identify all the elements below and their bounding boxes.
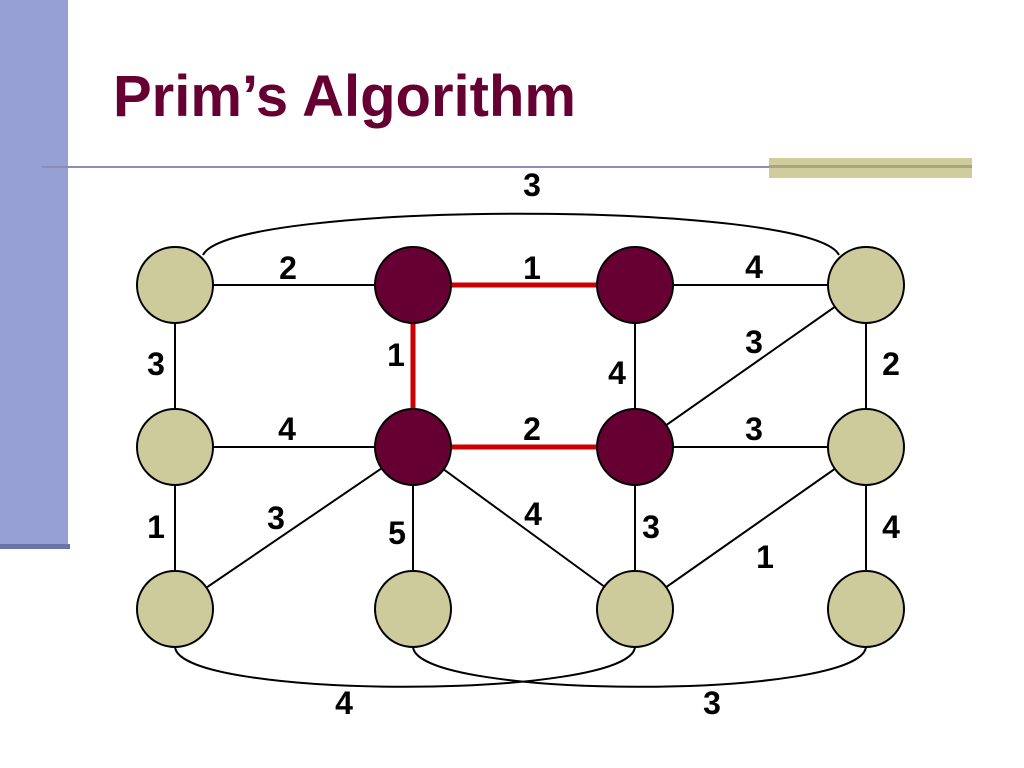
node-d1-unvisited	[827, 246, 905, 324]
node-c1-visited	[596, 246, 674, 324]
side-accent-bar-shadow	[0, 544, 70, 549]
edge-a1-d1	[202, 212, 840, 256]
edge-b2-a3	[174, 446, 414, 610]
title-divider-line	[42, 166, 842, 168]
edge-weight-b2-a3: 3	[267, 500, 285, 536]
edge-a3-c3	[174, 646, 636, 688]
edge-d1-c2	[634, 284, 867, 448]
edge-weight-b1-b2: 1	[387, 337, 405, 373]
edge-weight-c1-c2: 4	[608, 355, 626, 391]
weight-labels-layer: 3 2 1 4 3 1 4 3 2 4 2 3 1 3 5 4 3 1 4 4 3	[147, 167, 900, 721]
edge-weight-a3-c3: 4	[335, 685, 353, 721]
edge-b3-d3	[412, 646, 867, 688]
edge-weight-a2-b2: 4	[278, 411, 296, 447]
node-c2-visited	[596, 408, 674, 486]
node-a1-unvisited	[136, 246, 214, 324]
node-c3-unvisited	[596, 570, 674, 648]
node-b1-visited	[374, 246, 452, 324]
edge-b2-c3	[412, 446, 636, 610]
edge-weight-a1-b1: 2	[279, 250, 297, 286]
edge-weight-b2-c2: 2	[523, 411, 541, 447]
edge-weight-b3-d3: 3	[703, 685, 721, 721]
edge-d2-c3	[634, 446, 867, 610]
node-a2-unvisited	[136, 408, 214, 486]
edge-weight-b2-c3: 4	[524, 496, 542, 532]
edge-weight-d2-c3: 1	[756, 539, 774, 575]
slide-title: Prim’s Algorithm	[113, 64, 576, 129]
side-accent-bar	[0, 0, 68, 548]
edge-weight-c2-d2: 3	[745, 411, 763, 447]
edge-weight-a2-a3: 1	[147, 509, 165, 545]
node-b3-unvisited	[374, 570, 452, 648]
node-a3-unvisited	[136, 570, 214, 648]
edge-weight-c1-d1: 4	[745, 249, 763, 285]
title-divider-accent	[769, 158, 972, 178]
title-divider-accent-line	[769, 165, 972, 168]
edge-weight-d1-c2: 3	[745, 324, 763, 360]
edge-weight-c2-c3: 3	[642, 509, 660, 545]
edge-weight-a1-a2: 3	[147, 346, 165, 382]
edge-weight-b2-b3: 5	[388, 515, 406, 551]
node-b2-visited	[374, 408, 452, 486]
edge-weight-d1-d2: 2	[882, 346, 900, 382]
node-d3-unvisited	[827, 570, 905, 648]
edge-weight-a1-d1: 3	[523, 167, 541, 203]
edge-weight-d2-d3: 4	[882, 509, 900, 545]
nodes-layer	[136, 246, 905, 648]
node-d2-unvisited	[827, 408, 905, 486]
edge-weight-b1-c1: 1	[523, 250, 541, 286]
